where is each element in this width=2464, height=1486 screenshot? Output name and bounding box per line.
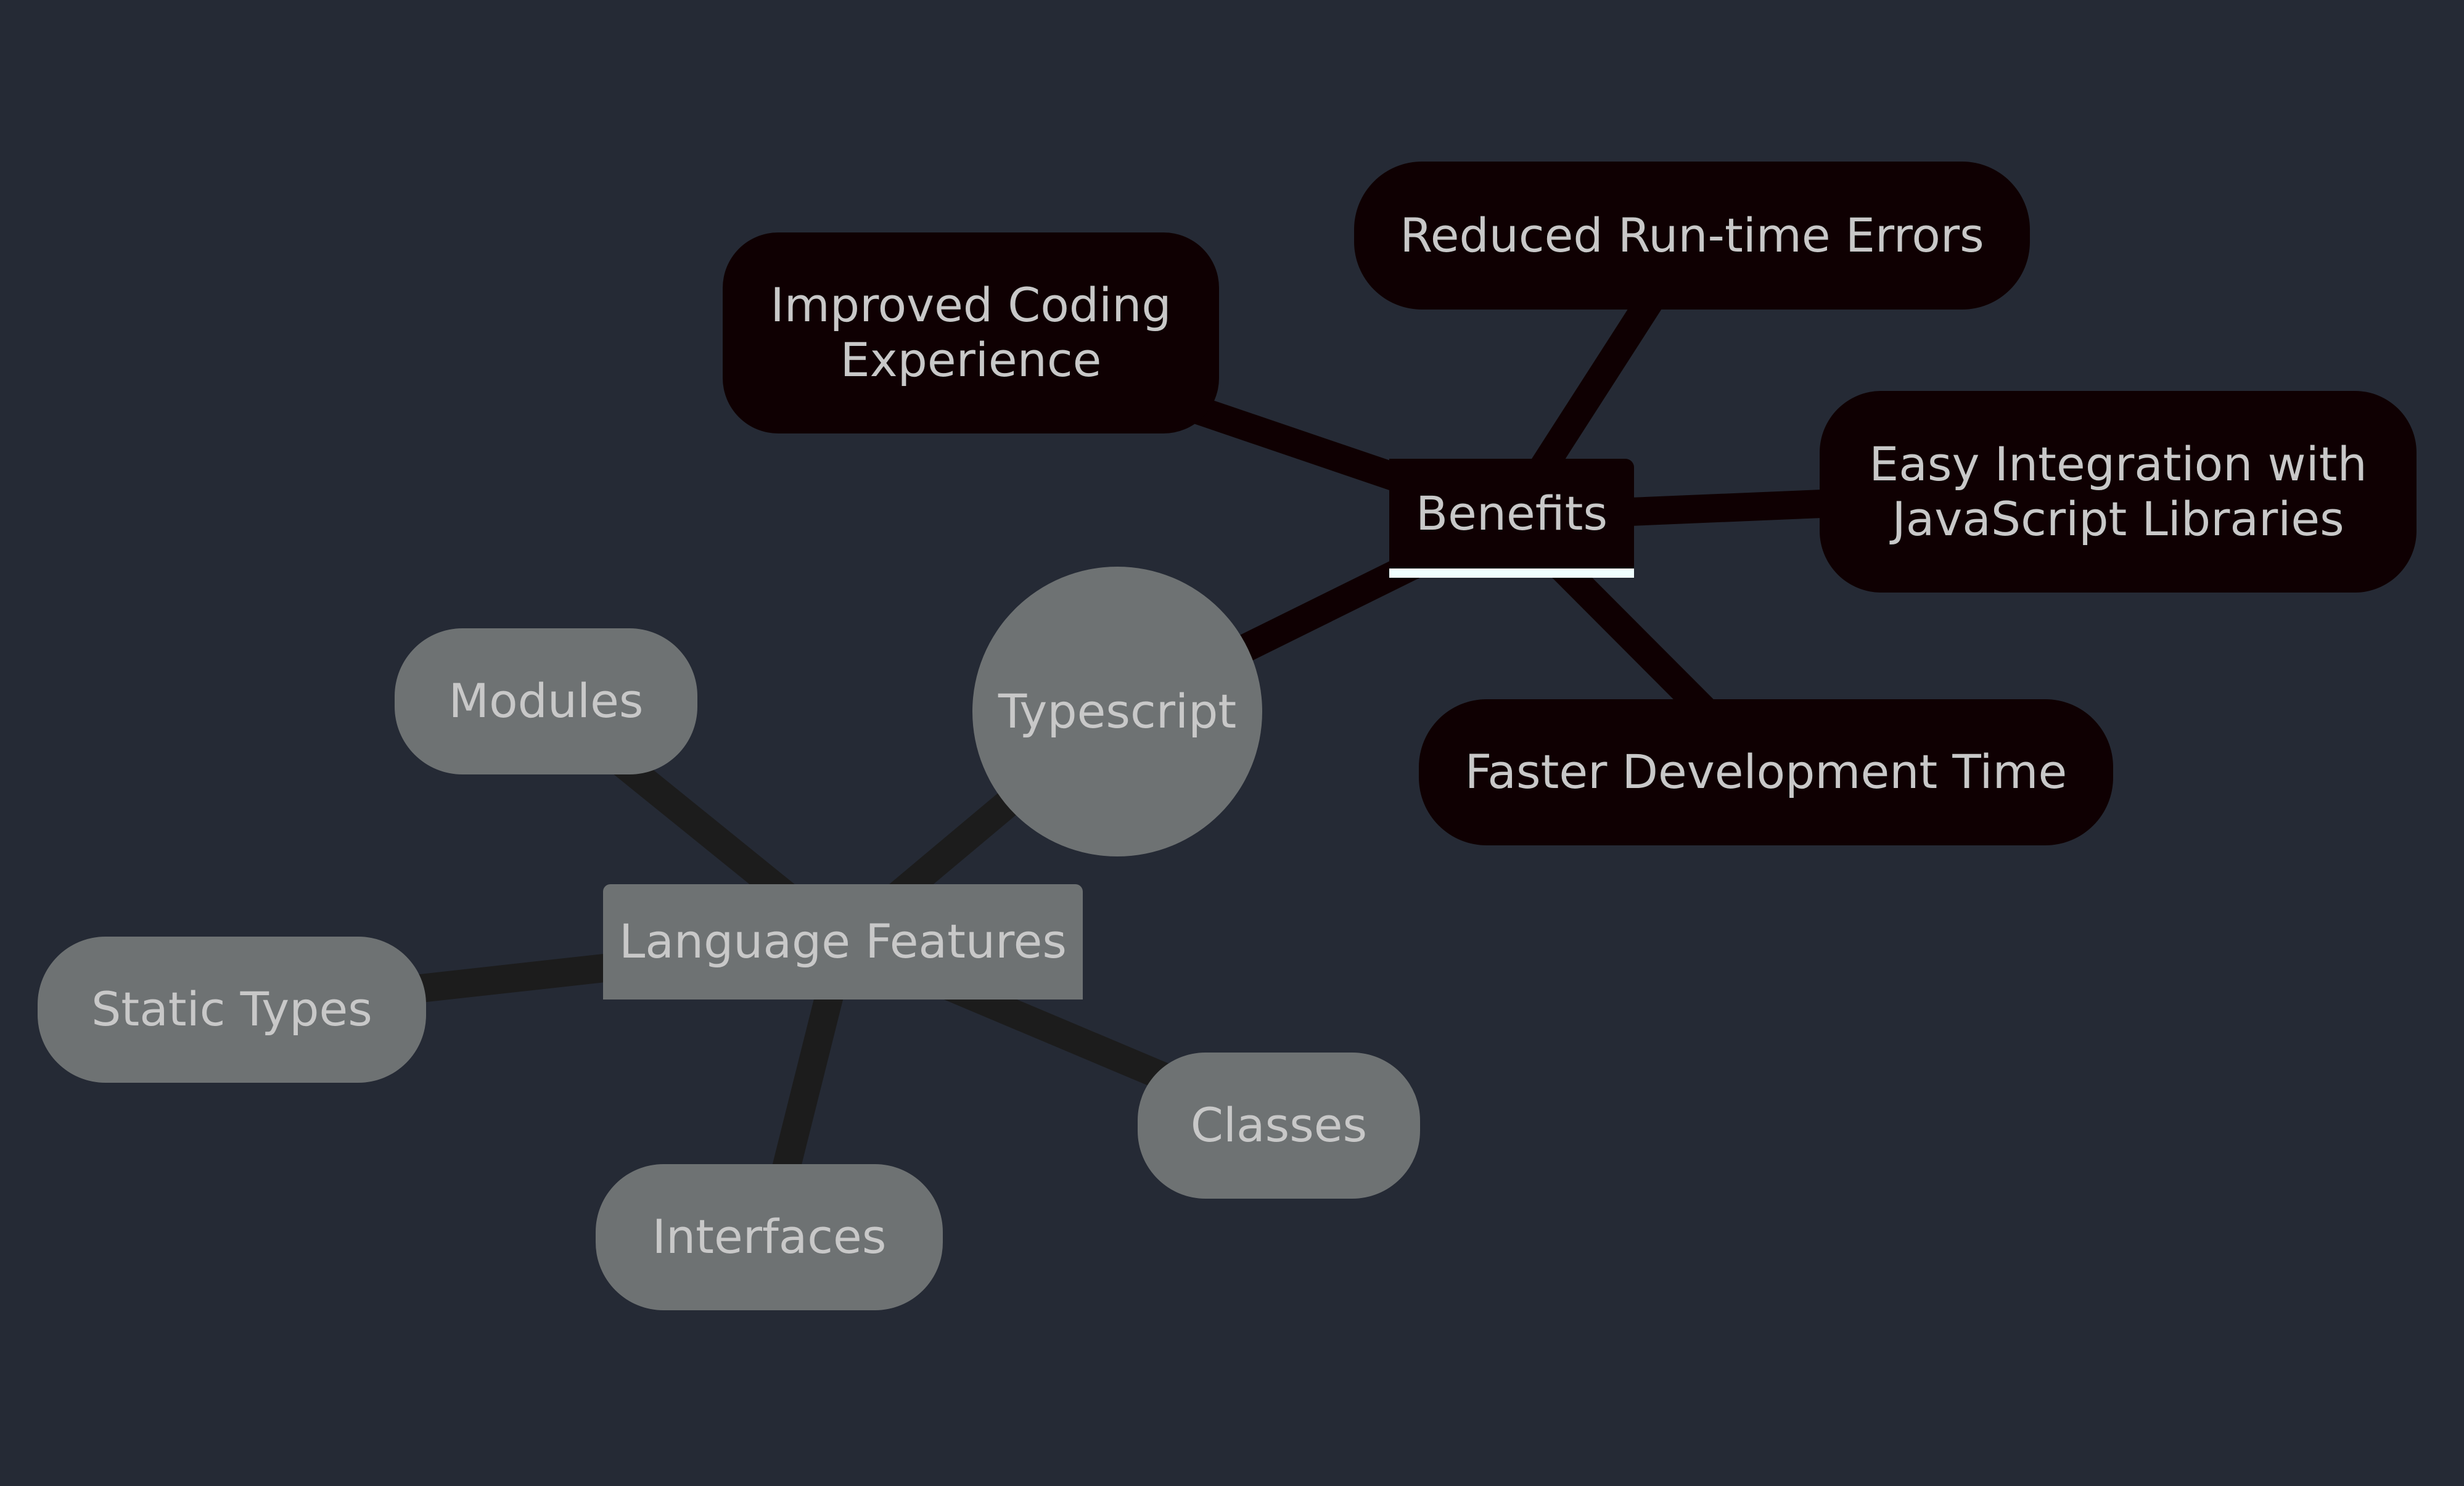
selection-underline (1389, 569, 1634, 578)
node-improved-coding-experience[interactable]: Improved Coding Experience (723, 232, 1219, 433)
node-benefits[interactable]: Benefits (1389, 459, 1634, 569)
node-label-line: Easy Integration with (1869, 436, 2367, 491)
node-label: Classes (1190, 1098, 1368, 1153)
node-interfaces[interactable]: Interfaces (596, 1164, 943, 1310)
node-modules[interactable]: Modules (395, 628, 697, 774)
node-label: Reduced Run-time Errors (1400, 207, 1984, 263)
node-label: Modules (448, 673, 644, 729)
node-label-line: Experience (840, 332, 1102, 387)
node-label-line: JavaScript Libraries (1892, 491, 2344, 546)
node-reduced-run-time-errors[interactable]: Reduced Run-time Errors (1354, 162, 2030, 310)
node-classes[interactable]: Classes (1138, 1053, 1420, 1199)
node-label: Faster Development Time (1464, 744, 2068, 800)
node-label: Language Features (618, 914, 1067, 969)
node-static-types[interactable]: Static Types (38, 937, 426, 1083)
node-easy-integration[interactable]: Easy Integration with JavaScript Librari… (1820, 391, 2417, 593)
node-label-line: Improved Coding (770, 277, 1172, 333)
node-label: Interfaces (652, 1209, 887, 1265)
node-language-features[interactable]: Language Features (603, 884, 1083, 1000)
node-typescript[interactable]: Typescript (972, 567, 1262, 856)
node-label: Typescript (998, 683, 1237, 739)
node-label: Benefits (1415, 485, 1608, 541)
node-faster-development-time[interactable]: Faster Development Time (1419, 699, 2113, 845)
node-label: Static Types (91, 982, 372, 1037)
